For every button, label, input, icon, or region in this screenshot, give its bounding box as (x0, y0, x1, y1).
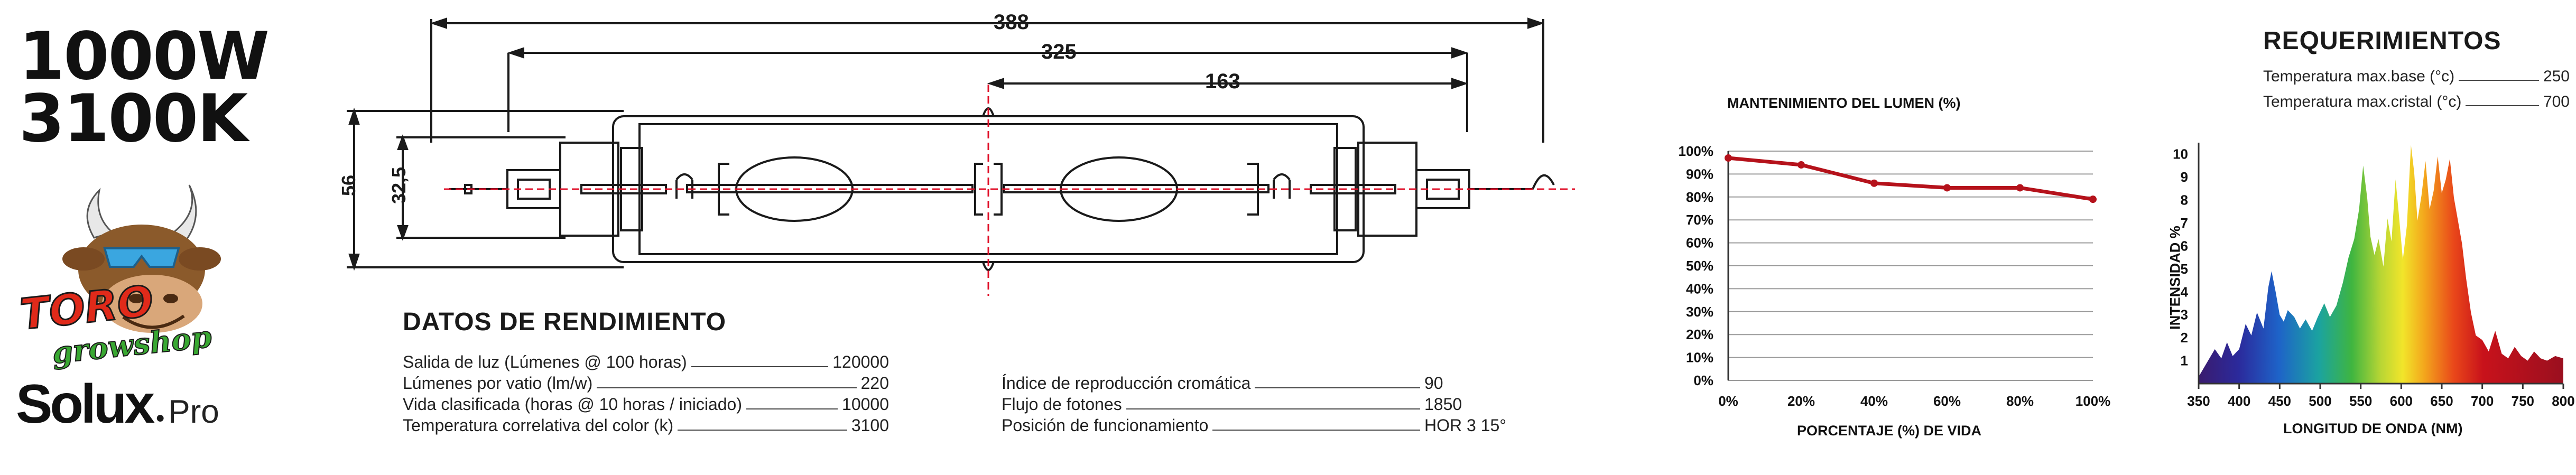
brand-sub: Pro (168, 394, 219, 430)
perf-row: Posición de funcionamiento HOR 3 15° (1002, 414, 1509, 435)
perf-row: Vida clasificada (horas @ 10 horas / ini… (403, 393, 889, 414)
bull-mascot-icon (62, 184, 221, 333)
series-line (1728, 156, 2093, 201)
x-tick-label: 800 (2552, 393, 2574, 409)
performance-title: DATOS DE RENDIMIENTO (403, 308, 727, 336)
x-tick-label: 550 (2349, 393, 2372, 409)
y-tick-label: 90% (1686, 166, 1713, 182)
x-tick-label: 60% (1933, 393, 1961, 409)
wattage-title: 1000W (19, 18, 270, 95)
spectrum-chart: 1 2 3 4 5 6 7 8 9 10 350 400 450 500 550 600 650 700 750 80… (2173, 143, 2575, 409)
perf-row: Salida de luz (Lúmenes @ 100 horas) 12000… (403, 351, 889, 372)
y-tick-label: 7 (2181, 215, 2188, 231)
x-tick-label: 750 (2512, 393, 2534, 409)
registered-mark-icon: ● (155, 409, 165, 426)
color-temp-title: 3100K (19, 81, 248, 157)
y-tick-label: 8 (2181, 192, 2188, 208)
y-tick-label: 6 (2181, 238, 2188, 254)
x-tick-label: 400 (2228, 393, 2250, 409)
req-label: Temperatura max.base (°c) (2263, 68, 2455, 85)
dim-height-label: 56 (338, 174, 360, 197)
dim-mid-label: 325 (1041, 40, 1077, 63)
perf-label: Índice de reproducción cromática (1002, 374, 1251, 393)
y-tick-label: 40% (1686, 281, 1713, 296)
dim-inner-label: 32,5 (388, 166, 410, 204)
req-row: Temperatura max.base (°c) 250 (2263, 64, 2570, 86)
lumen-chart: 0% 10% 20% 30% 40% 50% 60% 70% 80% 90% 100% 0% 20% 40… (1679, 143, 2111, 409)
x-tick-label: 650 (2430, 393, 2453, 409)
x-tick-label: 700 (2471, 393, 2494, 409)
perf-row: Índice de reproducción cromática 90 (1002, 372, 1509, 393)
lumen-chart-title: MANTENIMIENTO DEL LUMEN (%) (1727, 95, 1961, 111)
perf-label: Vida clasificada (horas @ 10 horas / ini… (403, 395, 742, 414)
x-tick-label: 500 (2309, 393, 2331, 409)
x-tick-label: 450 (2268, 393, 2291, 409)
y-tick-label: 50% (1686, 258, 1713, 274)
y-tick-label: 30% (1686, 304, 1713, 320)
spectrum-chart-xlabel: LONGITUD DE ONDA (NM) (2283, 421, 2463, 436)
lamp-technical-drawing (347, 17, 1575, 296)
y-tick-label: 9 (2181, 169, 2188, 185)
data-point (1797, 161, 1805, 169)
y-tick-label: 60% (1686, 235, 1713, 251)
perf-row: Flujo de fotones 1850 (1002, 393, 1509, 414)
req-value: 250 (2543, 68, 2570, 85)
perf-label: Temperatura correlativa del color (k) (403, 416, 674, 435)
x-tick-label: 40% (1860, 393, 1888, 409)
y-tick-label: 80% (1686, 189, 1713, 205)
perf-row: Lúmenes por vatio (lm/w) 220 (403, 372, 889, 393)
x-tick-label: 80% (2006, 393, 2034, 409)
y-tick-label: 1 (2181, 353, 2188, 369)
perf-value: HOR 3 15° (1424, 416, 1507, 435)
perf-value: 10000 (842, 395, 889, 414)
toro-growshop-logo: TORO growshop (15, 180, 237, 375)
req-label: Temperatura max.cristal (°c) (2263, 93, 2462, 110)
perf-value: 3100 (851, 416, 889, 435)
data-point (2089, 195, 2097, 203)
req-value: 700 (2543, 93, 2570, 110)
perf-label: Posición de funcionamiento (1002, 416, 1209, 435)
brand-logo: Solux ● Pro (16, 373, 219, 436)
perf-label: Flujo de fotones (1002, 395, 1122, 414)
x-tick-label: 100% (2075, 393, 2111, 409)
perf-value: 1850 (1424, 395, 1462, 414)
requirements-title: REQUERIMIENTOS (2263, 27, 2501, 55)
req-row: Temperatura max.cristal (°c) 700 (2263, 90, 2570, 111)
y-tick-label: 0% (1693, 372, 1713, 388)
brand-main: Solux (16, 374, 155, 435)
y-tick-label: 100% (1679, 143, 1714, 159)
y-tick-label: 5 (2181, 261, 2188, 277)
lumen-chart-xlabel: PORCENTAJE (%) DE VIDA (1797, 423, 1982, 439)
perf-label: Lúmenes por vatio (lm/w) (403, 374, 593, 393)
spectrum-chart-ylabel: INTENSIDAD % (2167, 226, 2183, 330)
spectrum-area (2199, 145, 2563, 384)
data-point (1943, 184, 1951, 192)
perf-value: 120000 (832, 352, 889, 371)
perf-value: 220 (860, 374, 889, 393)
y-tick-label: 3 (2181, 307, 2188, 323)
y-tick-label: 70% (1686, 212, 1713, 228)
x-tick-label: 20% (1787, 393, 1815, 409)
x-tick-label: 0% (1718, 393, 1738, 409)
y-tick-label: 10% (1686, 350, 1713, 366)
y-tick-label: 4 (2181, 284, 2189, 300)
perf-value: 90 (1424, 374, 1443, 393)
x-tick-label: 350 (2187, 393, 2210, 409)
y-tick-label: 20% (1686, 327, 1713, 342)
dim-half-label: 163 (1205, 70, 1240, 93)
y-tick-label: 2 (2181, 330, 2188, 346)
data-point (1870, 179, 1878, 187)
data-point (1725, 154, 1732, 162)
x-tick-label: 600 (2390, 393, 2413, 409)
data-point (2016, 184, 2024, 192)
y-tick-label: 10 (2173, 146, 2188, 162)
perf-label: Salida de luz (Lúmenes @ 100 horas) (403, 352, 687, 371)
dim-total-label: 388 (994, 11, 1029, 34)
perf-row: Temperatura correlativa del color (k) 310… (403, 414, 889, 435)
